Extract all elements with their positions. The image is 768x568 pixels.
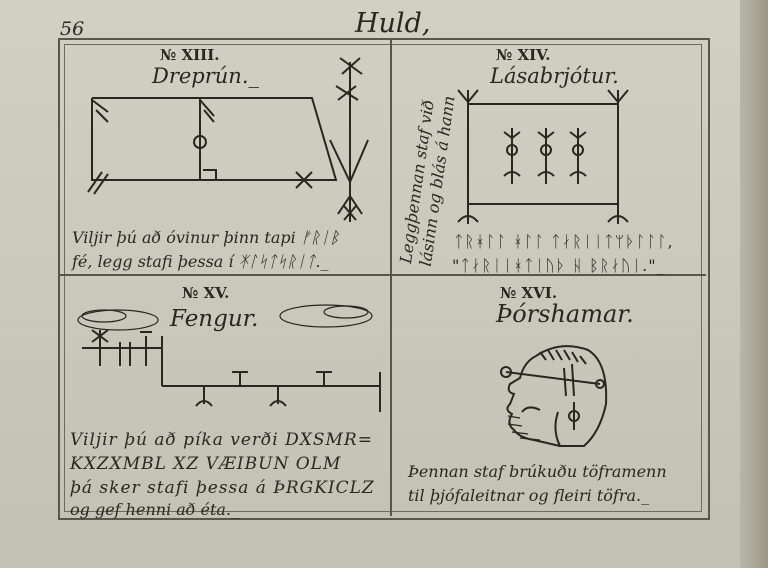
section-name-thorshamar: Þórshamar. bbox=[496, 300, 634, 328]
fengur-text-line-3: þá sker stafi þessa á ÞRGKICLZ bbox=[70, 478, 375, 498]
lasabrjotur-runes-line-1: ᛏᚱᚼᛚᛚ ᚼᛚᛚ ᛏᛅᚱᛁᛁᛏᛘᚦᛚᛚᛚ, bbox=[454, 232, 674, 251]
section-number-xiv: № XIV. bbox=[496, 46, 551, 64]
fengur-text-line-1: Viljir þú að píka verði DXSMR= bbox=[70, 430, 373, 450]
page-edge bbox=[740, 0, 768, 568]
thorshamar-text-line-1: Þennan staf brúkuðu töframenn bbox=[408, 462, 667, 481]
dreprun-text-line-2: fé, legg stafi þessa í ᛡᛚᛋᛏᛋᚱᛁᛏ._ bbox=[72, 252, 329, 271]
inner-frame bbox=[64, 44, 702, 512]
section-name-lasabrjotur: Lásabrjótur. bbox=[490, 64, 619, 88]
section-name-fengur: Fengur. bbox=[170, 306, 259, 332]
section-number-xv: № XV. bbox=[182, 284, 230, 302]
horizontal-divider bbox=[60, 274, 706, 276]
vertical-divider bbox=[390, 40, 392, 516]
fengur-text-line-4: og gef henni að éta._ bbox=[70, 500, 240, 519]
outer-frame bbox=[58, 38, 710, 520]
fengur-text-line-2: KXZXMBL XZ VÆIBUN OLM bbox=[70, 454, 342, 474]
section-name-dreprun: Dreprún._ bbox=[152, 64, 260, 88]
section-number-xiii: № XIII. bbox=[160, 46, 220, 64]
lasabrjotur-runes-line-2: "ᛏᛅᚱᛁᛁᚼᛏᛁᚢᚦ ᚺ ᛒᚱᛅᚢᛁ."_ bbox=[452, 256, 666, 275]
dreprun-text-line-1: Viljir þú að óvinur þinn tapi ᚠᚱᛁᛒ bbox=[72, 228, 340, 247]
thorshamar-text-line-2: til þjófaleitnar og fleiri töfra._ bbox=[408, 486, 650, 505]
page-number: 56 bbox=[60, 18, 85, 40]
page-title: Huld, bbox=[355, 8, 431, 39]
section-number-xvi: № XVI. bbox=[500, 284, 558, 302]
